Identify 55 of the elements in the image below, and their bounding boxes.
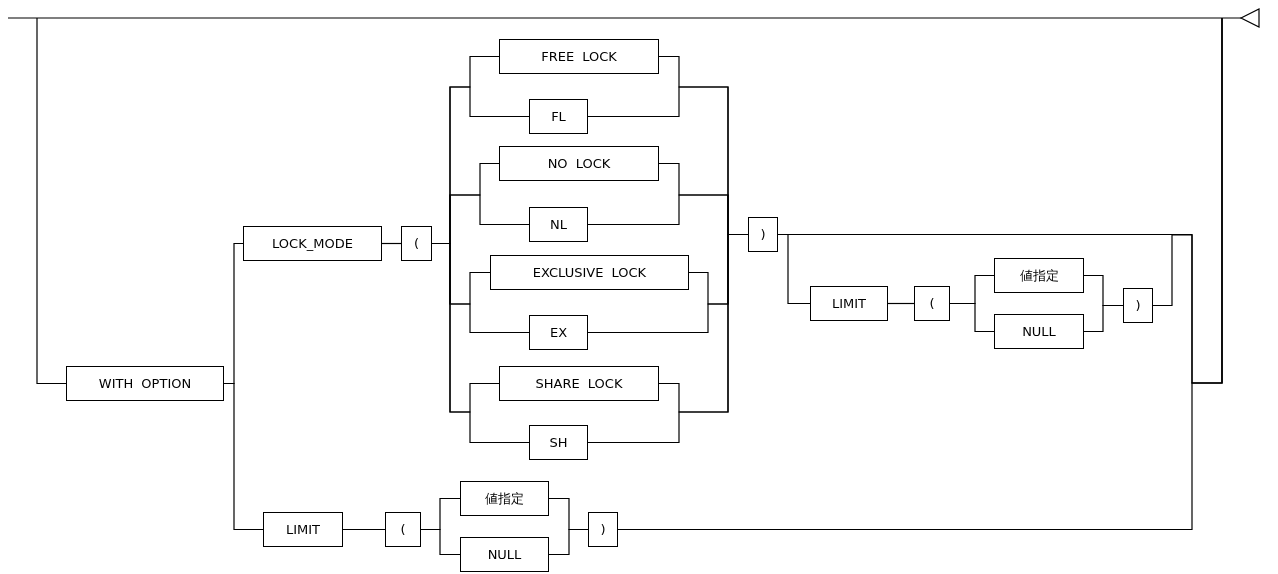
syntax-keyword-box [529,99,588,134]
syntax-keyword-box [499,39,659,74]
syntax-keyword-box [460,537,549,572]
keyword-text: NULL [1022,324,1056,339]
keyword-text: FREE LOCK [541,49,617,64]
keyword-text: ) [760,227,766,242]
syntax-keyword-box [490,255,689,290]
keyword-text: SH [549,435,568,450]
keyword-text: 値指定 [1019,266,1059,285]
keyword-text: ( [413,236,420,251]
syntax-keyword-box [1123,288,1153,323]
keyword-text: EX [549,325,568,340]
connector-line [949,302,995,333]
keyword-text: ) [600,522,606,537]
syntax-keyword-box [529,425,588,460]
keyword-text: FL [551,109,566,124]
keyword-text: ( [929,296,935,311]
syntax-keyword-box [748,217,778,252]
keyword-text: LIMIT [831,296,867,311]
syntax-keyword-box [460,481,549,516]
connector-line [887,302,915,305]
connector-line [36,17,67,385]
syntax-keyword-box [263,512,343,547]
connector-line [1083,304,1124,333]
syntax-keyword-box [914,286,950,321]
keyword-text: WITH OPTION [98,376,192,391]
connector-line [342,528,386,531]
connector-line [420,528,461,556]
connector-line [223,382,264,531]
syntax-keyword-box [529,315,588,350]
syntax-keyword-box [994,258,1084,293]
keyword-text: EXCLUSIVE LOCK [532,265,647,280]
syntax-keyword-box [66,366,224,401]
syntax-keyword-box [401,226,432,261]
keyword-text: LOCK_MODE [272,236,353,251]
keyword-text: SHARE LOCK [535,376,623,391]
syntax-keyword-box [499,146,659,181]
keyword-text: NL [550,217,567,232]
syntax-keyword-box [385,512,421,547]
connector-line [431,242,530,444]
syntax-keyword-box [499,366,659,401]
keyword-text: ( [400,522,406,537]
syntax-keyword-box [810,286,888,321]
keyword-text: NO LOCK [547,156,611,171]
syntax-keyword-box [243,226,382,261]
keyword-text: 値指定 [485,489,524,508]
syntax-keyword-box [529,207,588,242]
syntax-keyword-box [588,512,618,547]
connector-line [548,528,589,556]
connector-line [617,17,1223,531]
keyword-text: LIMIT [285,522,321,537]
keyword-text: NULL [487,547,522,562]
connector-line [381,242,402,245]
syntax-keyword-box [994,314,1084,349]
keyword-text: ) [1135,298,1141,313]
